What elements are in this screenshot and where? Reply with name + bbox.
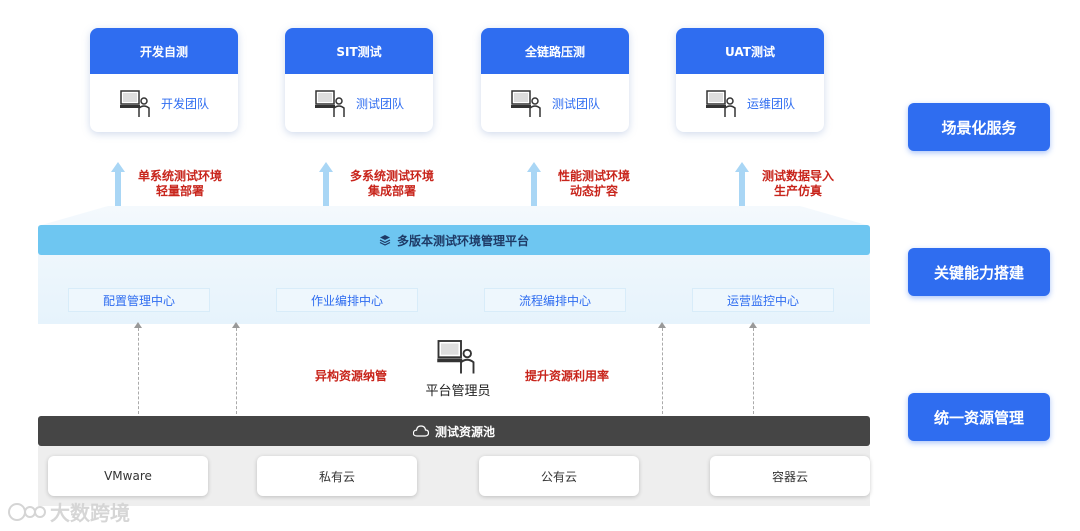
card-title: 开发自测	[90, 28, 238, 74]
computer-user-icon	[314, 90, 345, 117]
center-ops-monitoring: 运营监控中心	[692, 288, 834, 312]
dashed-connector	[236, 328, 237, 414]
side-label-scenario-service: 场景化服务	[908, 103, 1050, 151]
card-team: 运维团队	[746, 96, 795, 111]
card-full-link-stress-test: 全链路压测 测试团队	[481, 28, 629, 132]
card-dev-self-test: 开发自测 开发团队	[90, 28, 238, 132]
card-title: SIT测试	[285, 28, 433, 74]
dashed-arrow-head	[232, 322, 240, 328]
up-arrow-icon	[319, 162, 333, 206]
dashed-connector	[753, 328, 754, 414]
computer-user-icon	[119, 90, 150, 117]
card-team: 测试团队	[551, 96, 600, 111]
up-arrow-icon	[735, 162, 749, 206]
resource-container-cloud: 容器云	[710, 456, 870, 496]
side-label-key-capability: 关键能力搭建	[908, 248, 1050, 296]
pool-title: 测试资源池	[434, 424, 495, 439]
dashed-arrow-head	[749, 322, 757, 328]
capability-label: 测试数据导入生产仿真	[761, 169, 834, 198]
dashed-connector	[662, 328, 663, 414]
resource-vmware: VMware	[48, 456, 208, 496]
computer-user-icon	[705, 90, 736, 117]
platform-bar: 多版本测试环境管理平台	[38, 225, 870, 255]
card-title: UAT测试	[676, 28, 824, 74]
card-sit-test: SIT测试 测试团队	[285, 28, 433, 132]
admin-icon	[437, 340, 475, 374]
center-job-orchestration: 作业编排中心	[276, 288, 418, 312]
card-uat-test: UAT测试 运维团队	[676, 28, 824, 132]
pool-base	[38, 446, 870, 506]
card-team: 测试团队	[355, 96, 404, 111]
dashed-connector	[138, 328, 139, 414]
capability-label: 多系统测试环境集成部署	[349, 169, 434, 198]
platform-title: 多版本测试环境管理平台	[396, 233, 529, 248]
side-label-unified-resource: 统一资源管理	[908, 393, 1050, 441]
capability-label: 性能测试环境动态扩容	[557, 169, 630, 198]
dashed-arrow-head	[658, 322, 666, 328]
center-config: 配置管理中心	[68, 288, 210, 312]
admin-left-note: 异构资源纳管	[314, 369, 387, 383]
capability-label: 单系统测试环境轻量部署	[137, 169, 222, 198]
resource-private-cloud: 私有云	[257, 456, 417, 496]
center-flow-orchestration: 流程编排中心	[484, 288, 626, 312]
cloud-icon	[412, 425, 429, 437]
layers-icon	[379, 235, 391, 246]
card-team: 开发团队	[160, 96, 209, 111]
resource-pool-bar: 测试资源池	[38, 416, 870, 446]
dashed-arrow-head	[134, 322, 142, 328]
up-arrow-icon	[527, 162, 541, 206]
watermark: 大数跨境	[8, 497, 130, 526]
up-arrow-icon	[111, 162, 125, 206]
resource-public-cloud: 公有云	[479, 456, 639, 496]
card-title: 全链路压测	[481, 28, 629, 74]
admin-right-note: 提升资源利用率	[524, 369, 609, 383]
watermark-logo-icon	[8, 502, 46, 521]
admin-label: 平台管理员	[425, 384, 491, 399]
computer-user-icon	[510, 90, 541, 117]
